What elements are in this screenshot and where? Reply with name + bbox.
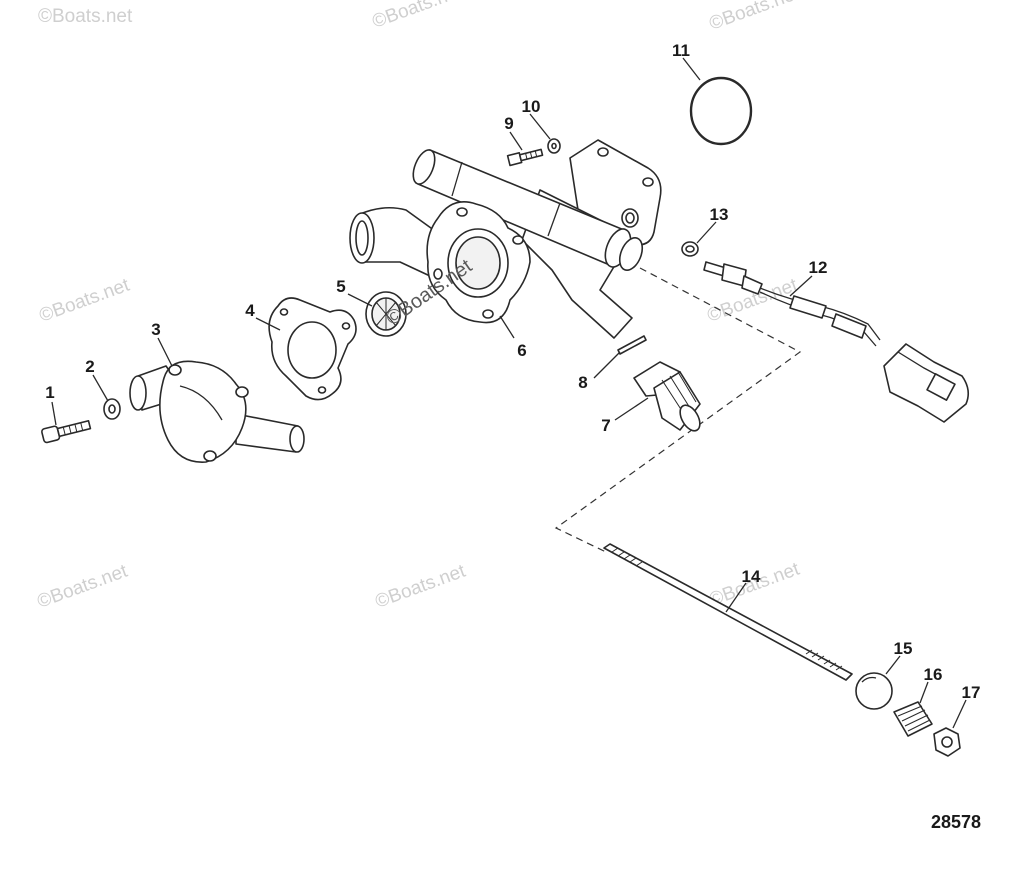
watermark: ©Boats.net: [370, 0, 466, 33]
callout-2: 2: [85, 357, 94, 376]
callout-5: 5: [336, 277, 345, 296]
part-thermostat-cover: [129, 360, 305, 463]
callout-7: 7: [601, 416, 610, 435]
part-sealing-washer: [681, 241, 699, 257]
part-ball: [855, 672, 893, 710]
part-thermostat-housing: [349, 139, 662, 339]
watermark: ©Boats.net: [35, 560, 131, 612]
part-washer: [103, 398, 121, 420]
part-fitting: [633, 361, 701, 432]
callout-17: 17: [962, 683, 981, 702]
assembly-dashed-line: [554, 267, 802, 553]
callout-13: 13: [710, 205, 729, 224]
diagram-number: 28578: [930, 812, 981, 832]
part-nut: [933, 727, 961, 757]
part-spring: [893, 701, 933, 737]
part-thermostat: [365, 291, 407, 337]
callout-12: 12: [809, 258, 828, 277]
callout-3: 3: [151, 320, 160, 339]
callout-16: 16: [924, 665, 943, 684]
watermark: ©Boats.net: [707, 0, 803, 35]
part-pin: [617, 335, 647, 355]
part-temperature-sensor: [703, 261, 970, 423]
part-screw: [41, 419, 92, 444]
part-bolt: [506, 148, 544, 167]
callout-11: 11: [672, 41, 690, 60]
watermark: ©Boats.net: [37, 274, 133, 326]
callout-4: 4: [245, 301, 255, 320]
part-stud: [603, 543, 853, 681]
leader-lines: [51, 57, 967, 729]
watermark: ©Boats.net: [373, 560, 469, 612]
part-o-ring: [689, 76, 753, 146]
callout-6: 6: [517, 341, 526, 360]
callout-8: 8: [578, 373, 587, 392]
callout-15: 15: [894, 639, 913, 658]
part-washer-small: [547, 138, 561, 154]
callout-labels: 1 2 3 4 5 6 7 8 9 10 11 12 13 14 15 16 1…: [45, 41, 980, 702]
callout-10: 10: [522, 97, 541, 116]
part-gasket: [268, 297, 357, 401]
callout-1: 1: [45, 383, 54, 402]
watermark: ©Boats.net: [38, 6, 133, 27]
callout-14: 14: [742, 567, 761, 586]
callout-9: 9: [504, 114, 513, 133]
